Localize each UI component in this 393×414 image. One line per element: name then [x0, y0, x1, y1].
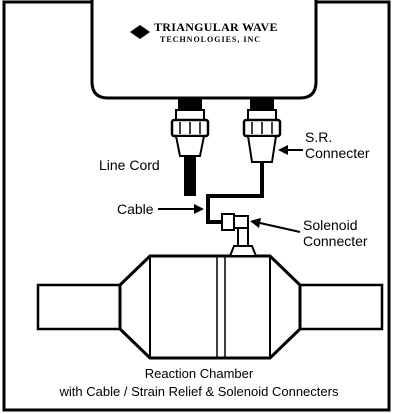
label-line-cord: Line Cord	[99, 157, 160, 173]
label-sr-line2: Connecter	[305, 145, 370, 161]
caption-line2: with Cable / Strain Relief & Solenoid Co…	[59, 384, 339, 399]
brand-line2: TECHNOLOGIES, INC	[160, 35, 261, 44]
line-cord-fitting	[170, 98, 210, 196]
cable	[206, 162, 264, 224]
label-solenoid-line1: Solenoid	[303, 217, 358, 233]
solenoid-arrow-icon	[250, 218, 301, 233]
label-sr-line1: S.R.	[305, 129, 332, 145]
sr-arrow-icon	[278, 145, 303, 155]
brand-line1: TRIANGULAR WAVE	[154, 20, 278, 34]
logo: TRIANGULAR WAVE TECHNOLOGIES, INC	[130, 20, 278, 44]
caption-line1: Reaction Chamber	[145, 366, 254, 381]
reaction-chamber	[36, 245, 384, 360]
control-box: TRIANGULAR WAVE TECHNOLOGIES, INC	[90, 0, 318, 100]
sr-connector-fitting	[242, 98, 282, 163]
solenoid-connector	[221, 213, 249, 247]
label-cable: Cable	[117, 201, 154, 217]
label-solenoid-line2: Connecter	[303, 233, 368, 249]
cable-arrow-icon	[158, 204, 204, 214]
